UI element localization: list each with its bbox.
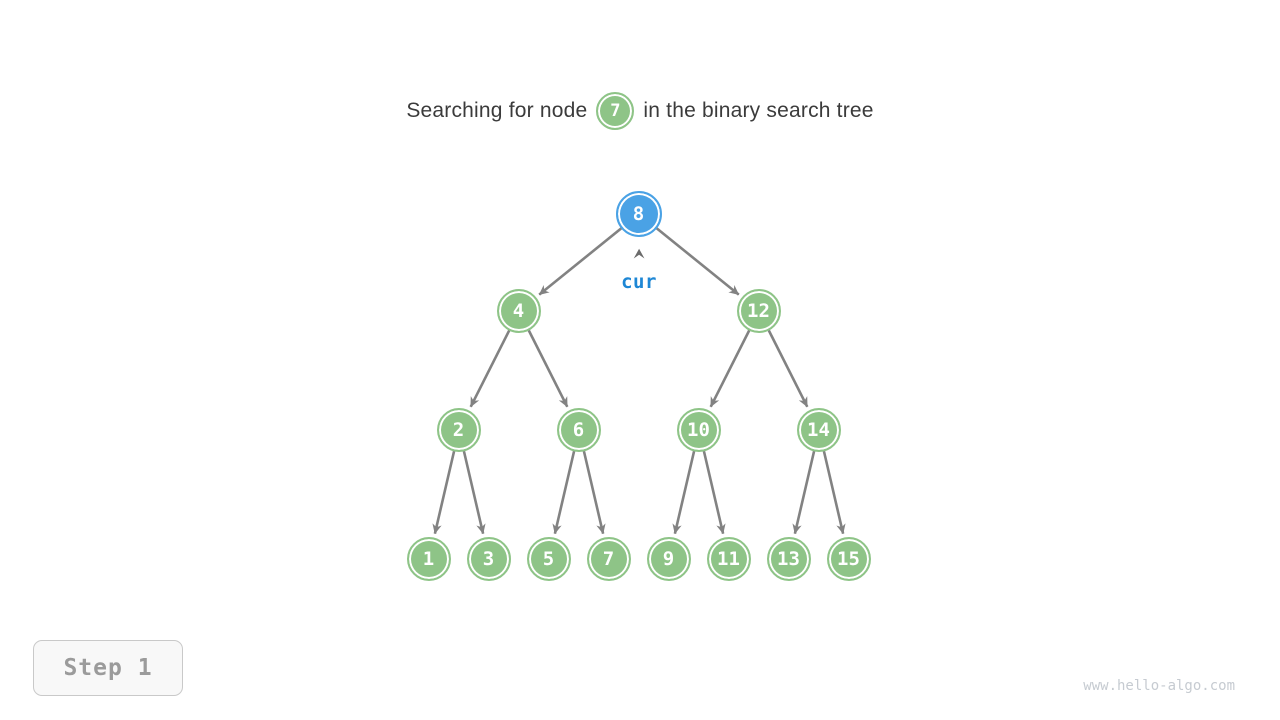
tree-node-value: 15 [837,547,860,570]
tree-node-5: 5 [526,536,571,581]
step-label: Step 1 [63,655,153,681]
cur-pointer: cur [621,248,657,293]
tree-node-8: 8 [615,190,662,237]
tree-node-value: 11 [717,547,740,570]
title-text-prefix: Searching for node [406,99,588,122]
tree-node-value: 2 [452,418,465,441]
tree-node-value: 5 [542,547,555,570]
tree-node-value: 10 [687,418,710,441]
tree-node-value: 13 [777,547,800,570]
watermark: www.hello-algo.com [1083,678,1235,694]
tree-node-12: 12 [736,288,781,333]
cur-label: cur [621,271,657,293]
tree-node-10: 10 [676,407,721,452]
tree-node-value: 4 [512,299,525,322]
tree-node-value: 14 [807,418,830,441]
tree-node-2: 2 [436,407,481,452]
tree-node-value: 9 [662,547,675,570]
search-target-node: 7 [596,92,635,130]
tree-node-value: 8 [632,202,645,225]
tree-node-3: 3 [466,536,511,581]
tree-node-13: 13 [766,536,811,581]
tree-node-11: 11 [706,536,751,581]
step-indicator: Step 1 [33,640,183,696]
cur-arrow-icon [633,248,645,259]
tree-node-value: 1 [422,547,435,570]
tree-node-value: 3 [482,547,495,570]
tree-node-value: 7 [602,547,615,570]
tree-node-9: 9 [646,536,691,581]
tree-node-15: 15 [826,536,871,581]
tree-node-value: 12 [747,299,770,322]
search-target-value: 7 [610,101,621,121]
tree-node-value: 6 [572,418,585,441]
title-text-suffix: in the binary search tree [643,99,874,122]
tree-node-6: 6 [556,407,601,452]
tree-node-4: 4 [496,288,541,333]
tree-node-1: 1 [406,536,451,581]
tree-node-14: 14 [796,407,841,452]
figure-title: Searching for node 7 in the binary searc… [0,88,1280,134]
tree-node-7: 7 [586,536,631,581]
